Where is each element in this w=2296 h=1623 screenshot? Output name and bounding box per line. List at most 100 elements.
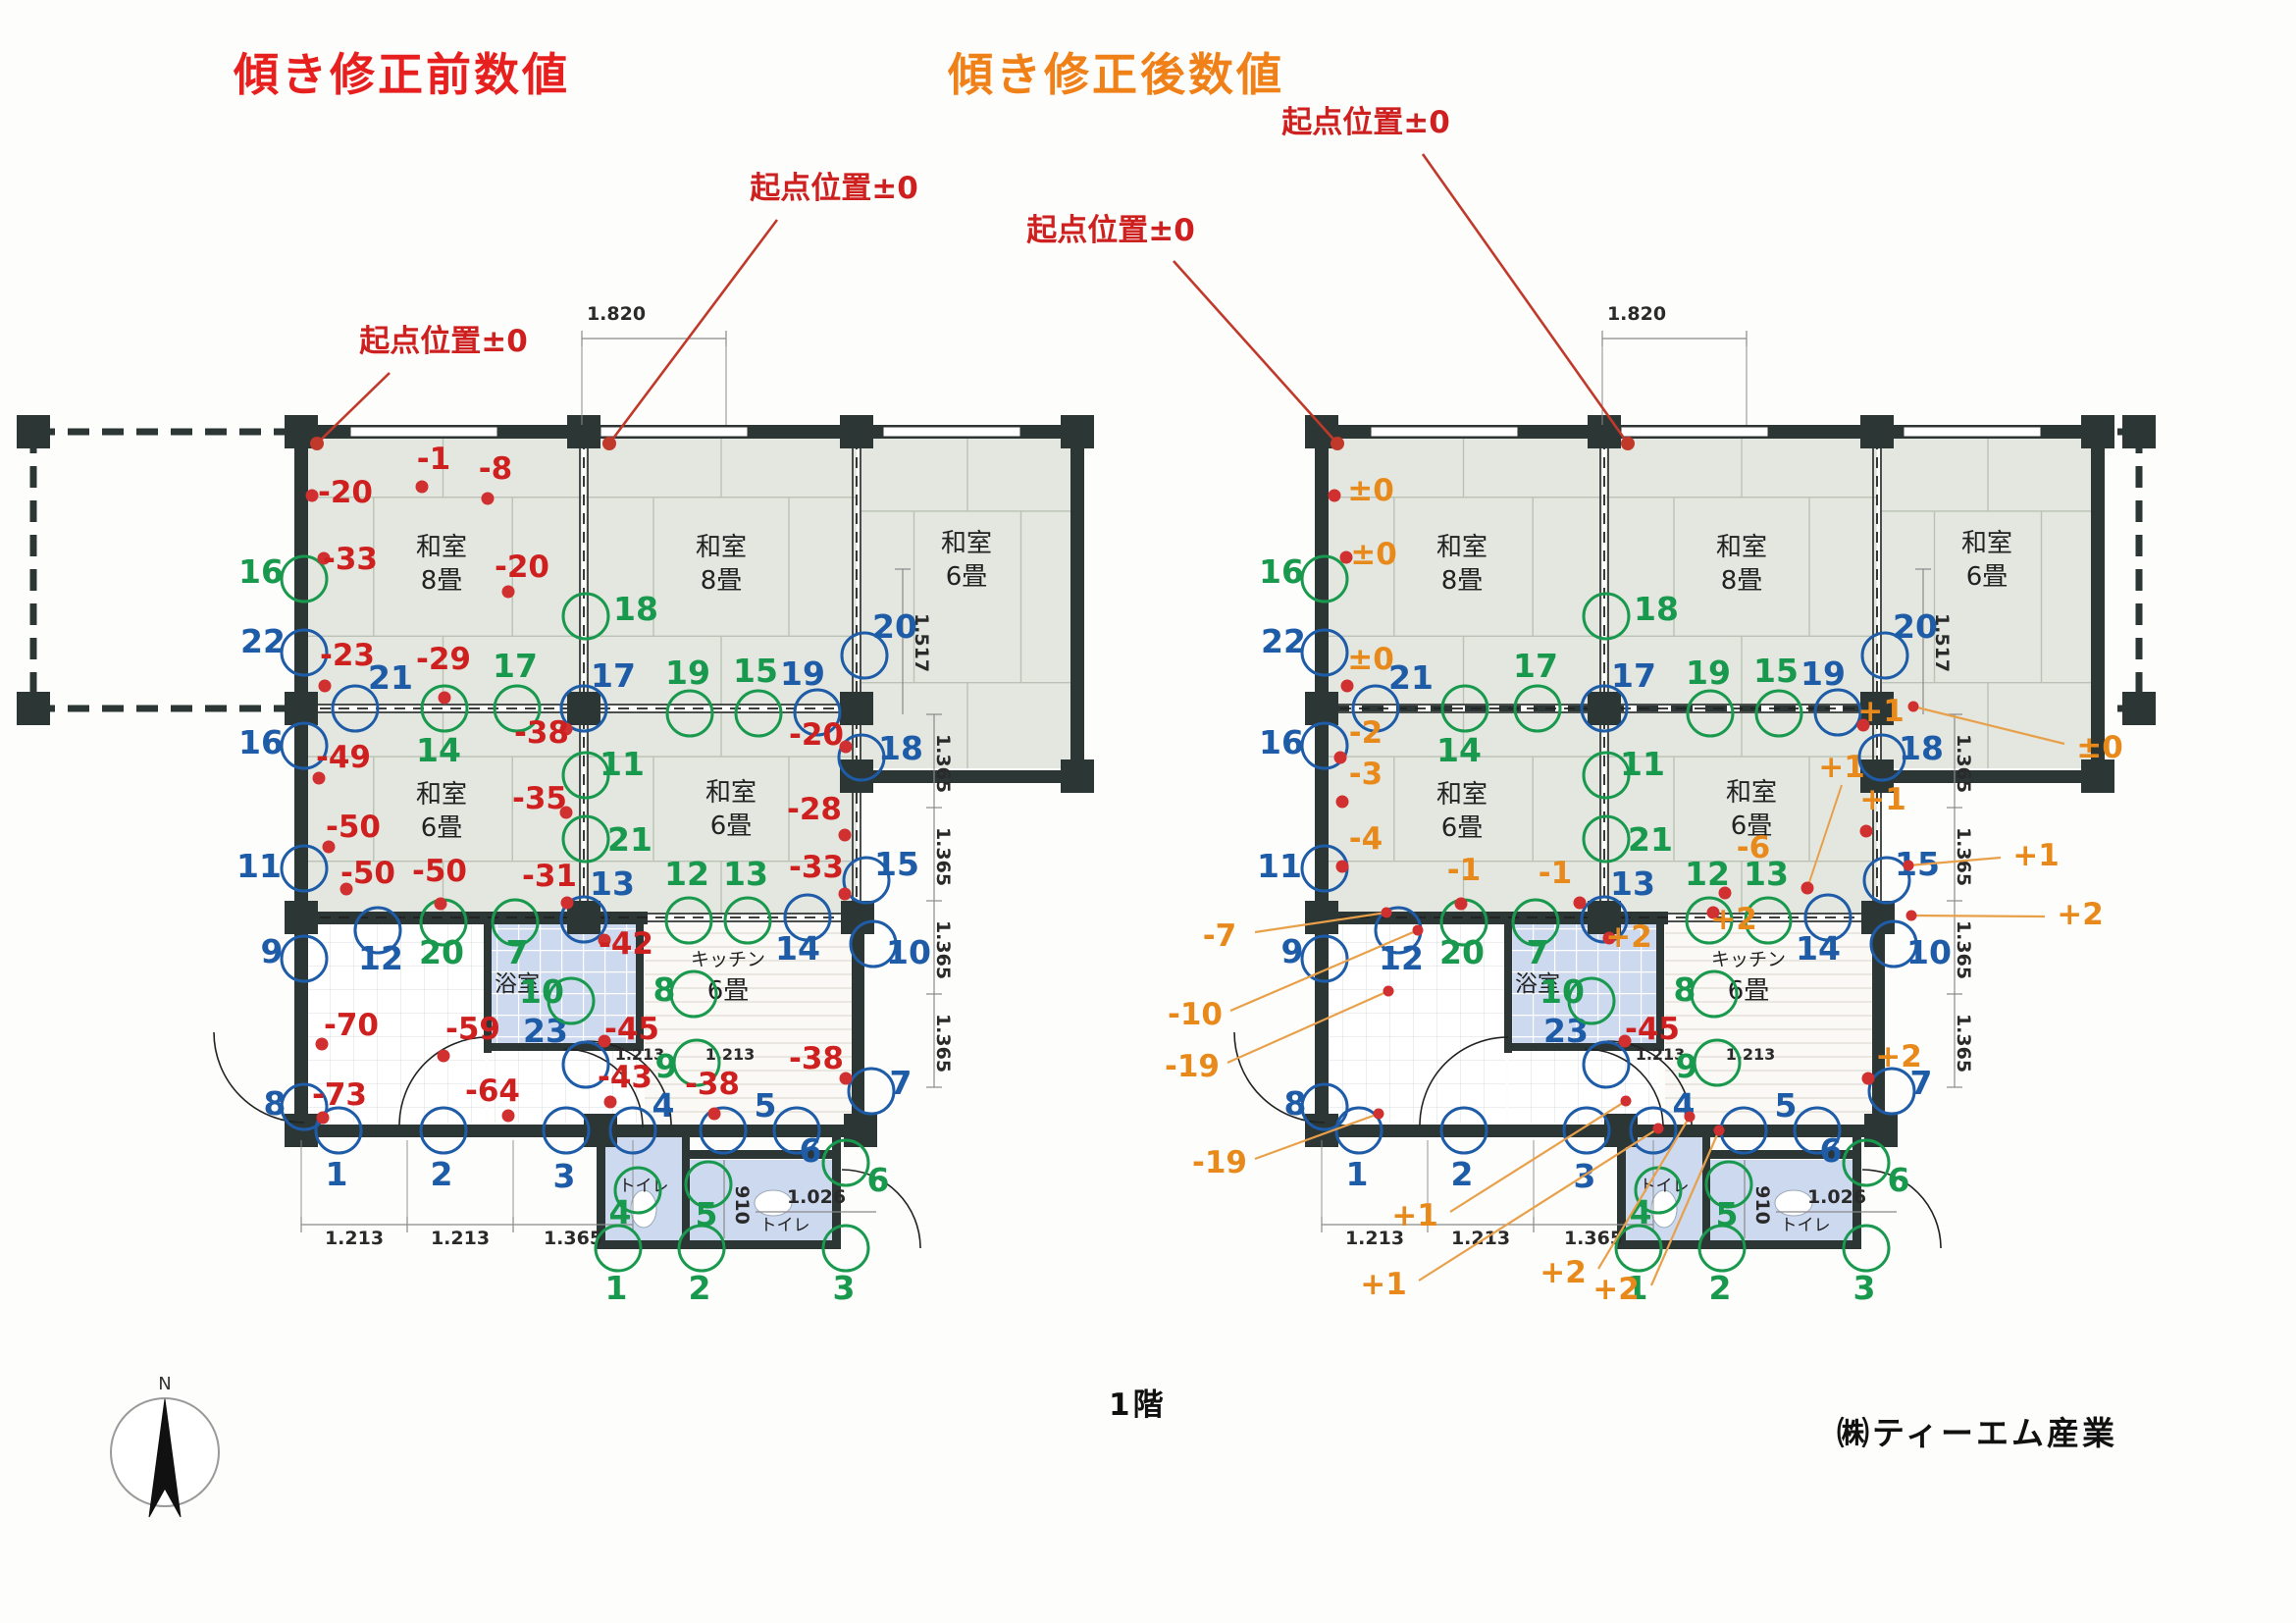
wall [1070,425,1084,782]
point-circle-blue [561,1040,610,1089]
column [567,901,600,934]
origin-label: 起点位置±0 [359,324,528,359]
point-circle-blue [1300,721,1349,770]
point-circle-green [665,689,714,738]
title-after-correction: 傾き修正後数値 [948,48,1284,101]
wall [1504,912,1512,1053]
point-circle-blue [1857,733,1906,782]
measure-dot [438,691,451,705]
value-after-leader: +2 [1592,1272,1640,1307]
measure-dot [1713,1125,1725,1136]
door-arc [1419,1036,1509,1126]
point-circle-blue [837,733,886,782]
point-number-blue: 17 [591,656,636,695]
room-label: トイレ [760,1216,810,1235]
measure-dot [1383,985,1394,997]
point-number-green: 11 [1620,745,1665,783]
value-after: +1 [1859,782,1906,817]
door-arc [1233,1031,1326,1124]
point-number-green: 9 [655,1047,678,1085]
value-before: -59 [445,1012,500,1047]
room-label: 和室 [705,778,757,808]
point-circle-green [1686,689,1735,738]
value-leader [1226,989,1389,1065]
point-number-blue: 14 [775,929,820,968]
column [17,692,50,725]
measure-dot [1718,886,1732,900]
point-circle-green [672,1038,721,1087]
measure-dot [1856,718,1870,732]
room-size-label: 8畳 [421,566,463,596]
door-arc [563,1048,644,1128]
value-before: -43 [598,1060,652,1095]
point-number-green: 9 [1676,1047,1698,1085]
point-circle-blue [1803,893,1852,942]
point-circle-blue [1562,1106,1611,1155]
column [17,415,50,448]
value-leader [1912,705,2065,746]
measure-dot [1381,907,1392,918]
point-circle-green [594,1224,643,1273]
origin-dot [310,437,324,450]
point-number-green: 10 [1539,972,1585,1011]
point-circle-blue [1351,684,1400,733]
point-circle-green [1582,751,1631,800]
point-circle-blue [280,721,329,770]
value-before: -73 [312,1077,367,1113]
point-circle-green [1300,554,1349,603]
measure-dot [1340,679,1354,693]
wall [484,912,492,1053]
point-circle-blue [849,919,898,969]
value-after: +2 [1605,919,1652,955]
column [2122,415,2156,448]
value-after: +2 [1875,1039,1922,1074]
value-leader [1254,911,1387,934]
point-circle-green [1704,1160,1753,1209]
value-leader [1649,1129,1721,1286]
point-number-green: 19 [1686,654,1731,692]
wall [1617,1240,1861,1249]
value-before: -20 [318,475,373,510]
point-number-blue: 5 [755,1086,777,1125]
point-number-green: 13 [1744,855,1789,893]
column [1305,901,1338,934]
point-circle-blue [280,844,329,893]
measure-dot [707,1107,721,1121]
measure-dot [322,840,336,854]
point-circle-green [723,896,772,945]
room-size-label: 6畳 [1731,812,1773,841]
dim-label: 1.517 [1931,613,1953,672]
room-label: キッチン [1711,949,1786,970]
point-number-blue: 19 [1800,654,1846,693]
value-after: +1 [1857,694,1905,729]
value-after-leader: -10 [1168,997,1223,1032]
point-number-green: 13 [723,855,768,893]
dim-label: 1.213 [1451,1228,1510,1249]
point-circle-blue [840,631,889,680]
point-number-green: 4 [609,1193,632,1231]
value-after: -3 [1349,757,1383,792]
window [1903,426,2042,438]
dim-label: 1.213 [325,1228,384,1249]
value-after: ±0 [1350,537,1397,572]
point-circle-blue [419,1106,468,1155]
wall [832,1125,841,1249]
kitchen-floor [645,924,859,1123]
measure-dot [1573,896,1587,910]
value-before: -20 [789,717,844,753]
window [1370,426,1519,438]
measure-dot [1335,795,1349,809]
column [1588,415,1621,448]
point-number-blue: 10 [886,933,931,971]
point-circle-green [1690,969,1739,1019]
measure-dot [559,806,573,819]
dim-label: 1.365 [544,1228,602,1249]
value-before: -70 [324,1008,379,1043]
value-before: -50 [412,854,467,889]
point-circle-green [1440,684,1489,733]
point-circle-blue [842,856,891,905]
point-number-green: 17 [1513,647,1558,685]
value-before: -38 [789,1041,844,1076]
measure-dot [1652,1123,1664,1134]
